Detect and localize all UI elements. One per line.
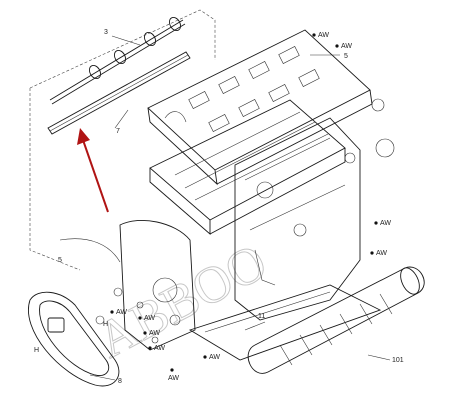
middle-plate [149, 99, 346, 235]
side-frame [234, 117, 361, 321]
bottom-roller [247, 266, 425, 374]
upper-guide-plate [147, 29, 373, 186]
hardware-tag: AW [149, 330, 160, 337]
hardware-tag: AW [341, 43, 352, 50]
frame-outline [29, 9, 216, 271]
hardware-tags: AW AW AW AW AW AW AW AW AW AW [110, 32, 391, 382]
left-bracket [59, 219, 196, 351]
hardware-tag: AW [144, 315, 155, 322]
hardware-tag: AW [168, 375, 179, 382]
fittings [95, 98, 395, 344]
highlight-arrow [77, 128, 109, 213]
callout-belt: 8 [118, 378, 122, 385]
screw-tags: H H [34, 321, 108, 354]
callout-lower-frame: 11 [258, 313, 265, 320]
hardware-tag: AW [116, 309, 127, 316]
lower-frame-rail [188, 284, 382, 361]
callout-left-bracket: 5 [58, 257, 62, 264]
hardware-tag: AW [154, 345, 165, 352]
screw-tag: H [34, 347, 39, 354]
hardware-tag: AW [380, 220, 391, 227]
screw-tag: H [103, 321, 108, 328]
callout-upper-guide: 5 [344, 53, 348, 60]
hardware-tag: AW [318, 32, 329, 39]
hardware-tag: AW [376, 250, 387, 257]
watermark: ABBOO [88, 234, 275, 370]
wiper-blade [47, 51, 191, 135]
callout-wiper-blade: 7 [116, 128, 120, 135]
hardware-tag: AW [209, 354, 220, 361]
roller-shaft [49, 16, 186, 105]
callout-bottom-roller: 101 [392, 357, 404, 364]
belt [28, 291, 120, 387]
callout-roller-shaft: 3 [104, 29, 108, 36]
leader-lines [89, 35, 391, 381]
